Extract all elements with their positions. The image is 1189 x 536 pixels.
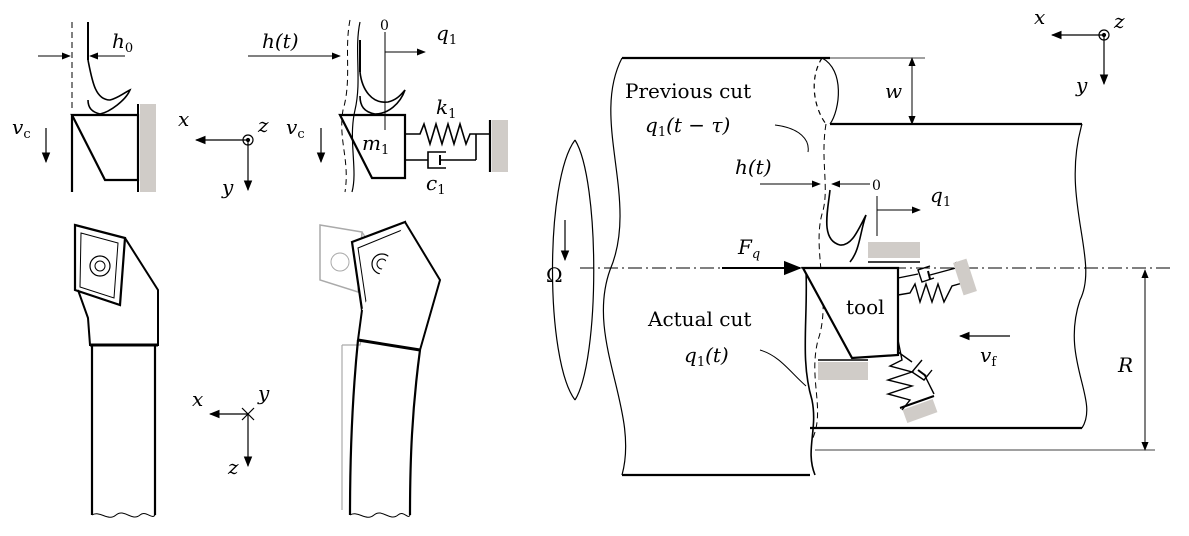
vc-label-1: vc: [12, 115, 31, 142]
axes-triad-1: [194, 134, 254, 192]
w-label: w: [885, 79, 902, 103]
m1-label: m1: [362, 131, 389, 158]
axis-z-label-1: z: [257, 113, 269, 137]
vc-label-2: vc: [286, 115, 305, 142]
c1-label: c1: [426, 171, 445, 198]
ht-label-1: h(t): [262, 29, 299, 53]
axis-x-label-3: x: [1034, 5, 1045, 29]
actual-cut-label: Actual cut: [647, 307, 751, 331]
zero-label-1: 0: [380, 18, 389, 34]
tool-insert: [801, 242, 1010, 424]
h0-label: h0: [112, 29, 133, 56]
tool-holder-deflected: [348, 220, 442, 518]
workpiece: [551, 56, 1170, 477]
axes-triad-3: [1050, 29, 1110, 86]
q1-previous-label: q1(t − τ): [645, 113, 730, 140]
ht-label-2: h(t): [735, 155, 772, 179]
q1-label-2: q1: [930, 183, 951, 210]
axis-z-label-3: z: [1113, 9, 1125, 33]
axes-triad-2: [208, 407, 255, 468]
q1-actual-label: q1(t): [684, 343, 729, 370]
zero-label-2: 0: [872, 178, 881, 194]
previous-cut-label: Previous cut: [625, 79, 751, 103]
omega-label: Ω: [546, 263, 563, 287]
tool-label: tool: [846, 295, 885, 319]
axis-y-label-1: y: [221, 175, 234, 199]
fq-label: Fq: [737, 235, 760, 262]
orthogonal-cut-panel: [38, 22, 156, 192]
axis-z-label-2: z: [227, 455, 239, 479]
sdof-model-panel: [248, 19, 508, 193]
axis-x-label-1: x: [178, 107, 189, 131]
R-label: R: [1117, 353, 1133, 377]
axis-y-label-3: y: [1075, 73, 1088, 97]
vf-label: vf: [980, 343, 997, 370]
q1-label-1: q1: [436, 21, 457, 48]
k1-label: k1: [436, 95, 456, 122]
tool-holder-straight: [73, 223, 159, 518]
axis-x-label-2: x: [192, 387, 203, 411]
axis-y-label-2: y: [257, 381, 270, 405]
